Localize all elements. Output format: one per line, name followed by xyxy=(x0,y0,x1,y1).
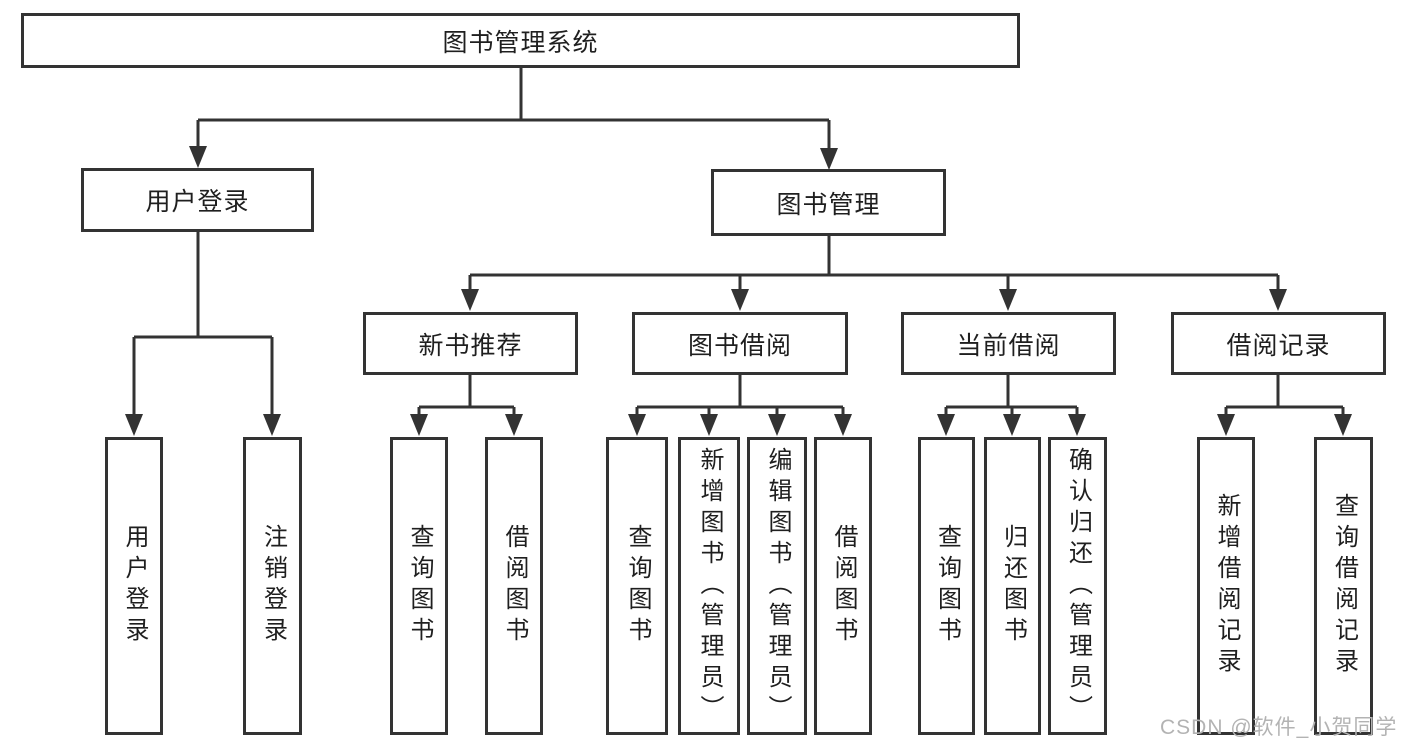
leaf-current-query-books-label: 查询图书 xyxy=(933,524,961,648)
node-root-system-label: 图书管理系统 xyxy=(442,28,599,57)
connector-book-borrow-to-children xyxy=(628,375,852,436)
connector-current-borrow-to-children xyxy=(937,375,1086,436)
leaf-newrec-borrow-books-label: 借阅图书 xyxy=(501,524,528,648)
leaf-borrowing-edit-books-admin-label: 编辑图书（管理员） xyxy=(764,446,791,726)
leaf-user-login: 用户登录 xyxy=(105,437,163,735)
node-book-borrowing: 图书借阅 xyxy=(632,312,848,375)
node-new-book-recommend-label: 新书推荐 xyxy=(418,331,523,360)
leaf-records-query-record-label: 查询借阅记录 xyxy=(1330,493,1358,679)
leaf-logout: 注销登录 xyxy=(243,437,302,735)
leaf-borrowing-add-books-admin-label: 新增图书（管理员） xyxy=(696,446,723,726)
connector-root-to-level2 xyxy=(189,68,838,170)
leaf-current-return-books-label: 归还图书 xyxy=(999,524,1027,648)
node-book-management: 图书管理 xyxy=(711,169,946,236)
leaf-newrec-query-books: 查询图书 xyxy=(390,437,448,735)
leaf-newrec-query-books-label: 查询图书 xyxy=(406,524,433,648)
node-borrowing-records: 借阅记录 xyxy=(1171,312,1386,375)
leaf-current-confirm-return-admin: 确认归还（管理员） xyxy=(1048,437,1107,735)
leaf-borrowing-query-books: 查询图书 xyxy=(606,437,668,735)
node-root-system: 图书管理系统 xyxy=(21,13,1020,68)
leaf-records-add-record: 新增借阅记录 xyxy=(1197,437,1255,735)
leaf-records-add-record-label: 新增借阅记录 xyxy=(1213,493,1240,679)
leaf-current-query-books: 查询图书 xyxy=(918,437,975,735)
leaf-borrowing-add-books-admin: 新增图书（管理员） xyxy=(678,437,740,735)
node-current-borrowing-label: 当前借阅 xyxy=(956,331,1061,360)
leaf-borrowing-query-books-label: 查询图书 xyxy=(624,524,651,648)
leaf-borrowing-borrow-books: 借阅图书 xyxy=(814,437,872,735)
node-book-management-label: 图书管理 xyxy=(776,190,881,219)
node-user-login-label: 用户登录 xyxy=(145,188,250,216)
connector-new-book-rec-to-children xyxy=(410,375,523,436)
leaf-current-confirm-return-admin-label: 确认归还（管理员） xyxy=(1064,446,1092,726)
node-current-borrowing: 当前借阅 xyxy=(901,312,1116,375)
leaf-logout-label: 注销登录 xyxy=(259,524,287,648)
leaf-newrec-borrow-books: 借阅图书 xyxy=(485,437,543,735)
csdn-watermark: CSDN @软件_小贺同学 xyxy=(1160,716,1398,739)
node-borrowing-records-label: 借阅记录 xyxy=(1226,331,1331,360)
node-book-borrowing-label: 图书借阅 xyxy=(687,331,792,360)
leaf-borrowing-edit-books-admin: 编辑图书（管理员） xyxy=(747,437,807,735)
leaf-current-return-books: 归还图书 xyxy=(984,437,1041,735)
leaf-borrowing-borrow-books-label: 借阅图书 xyxy=(830,524,857,648)
node-new-book-recommend: 新书推荐 xyxy=(363,312,578,375)
connector-borrow-records-to-children xyxy=(1217,375,1352,436)
leaf-records-query-record: 查询借阅记录 xyxy=(1314,437,1373,735)
connector-user-login-to-children xyxy=(125,232,281,436)
leaf-user-login-label: 用户登录 xyxy=(121,524,148,648)
node-user-login: 用户登录 xyxy=(81,168,314,232)
connector-book-mgmt-to-level3 xyxy=(461,236,1287,311)
